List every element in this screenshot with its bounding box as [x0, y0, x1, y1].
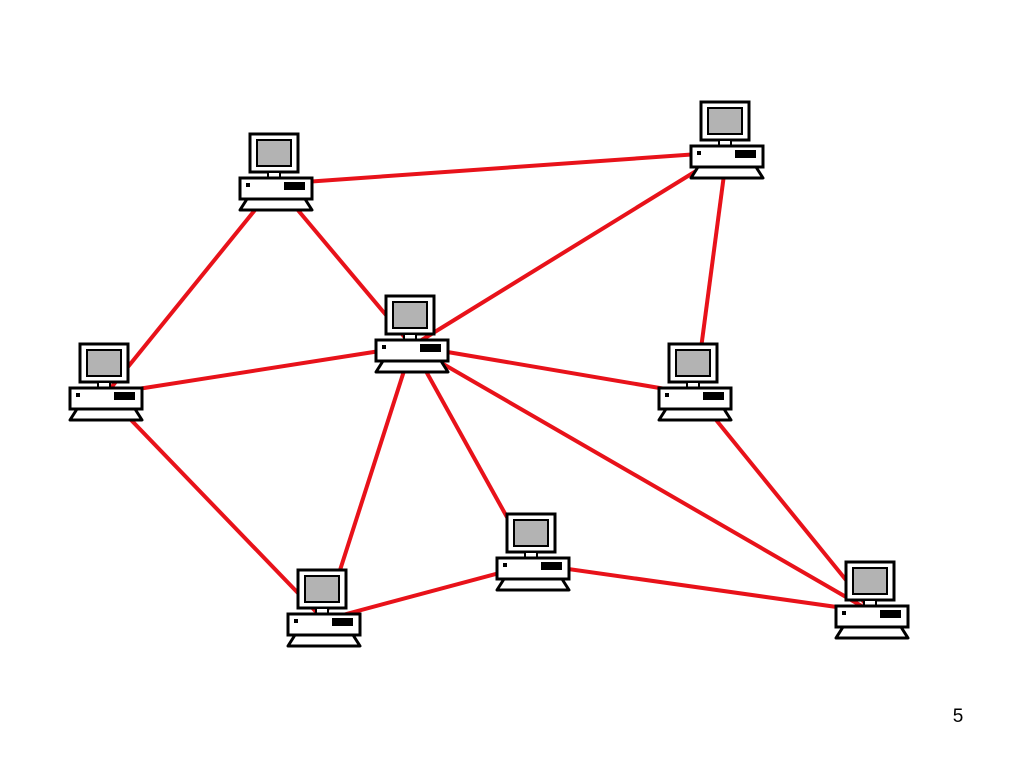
link-center-to-right — [411, 344, 696, 396]
computer-node-top-left — [238, 132, 314, 212]
desktop-computer-icon — [374, 294, 450, 374]
desktop-computer-icon — [834, 560, 910, 640]
link-right-to-bottom-right — [693, 392, 874, 614]
network-links — [104, 150, 874, 622]
desktop-computer-icon — [68, 342, 144, 422]
network-nodes — [68, 100, 910, 648]
link-center-to-bottom-right — [410, 344, 874, 614]
link-top-right-to-center — [410, 150, 729, 348]
link-top-left-to-left — [104, 182, 278, 396]
slide-number: 5 — [952, 706, 964, 727]
desktop-computer-icon — [657, 342, 733, 422]
desktop-computer-icon — [238, 132, 314, 212]
computer-node-left — [68, 342, 144, 422]
link-left-to-bottom-left — [104, 392, 326, 622]
desktop-computer-icon — [286, 568, 362, 648]
link-left-to-center — [105, 344, 413, 396]
link-bottom-center-to-bottom-right — [532, 562, 873, 614]
desktop-computer-icon — [495, 512, 571, 592]
link-top-left-to-top-right — [275, 150, 728, 186]
desktop-computer-icon — [689, 100, 765, 180]
computer-node-center — [374, 294, 450, 374]
computer-node-right — [657, 342, 733, 422]
computer-node-top-right — [689, 100, 765, 180]
computer-node-bottom-left — [286, 568, 362, 648]
computer-node-bottom-center — [495, 512, 571, 592]
computer-node-bottom-right — [834, 560, 910, 640]
